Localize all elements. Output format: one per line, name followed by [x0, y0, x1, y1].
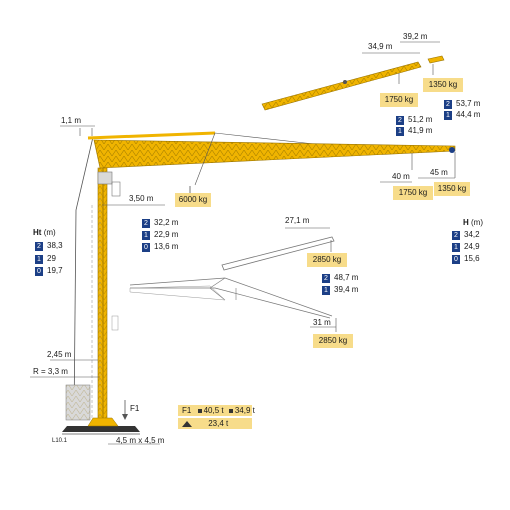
dim-31: 31 m	[313, 318, 331, 327]
dim-27-1: 27,1 m	[285, 216, 310, 225]
model-label: L10.1	[52, 438, 68, 444]
load-6000: 6000 kg	[175, 193, 211, 207]
f1-arrow-label: F1	[130, 404, 140, 413]
main-jib	[60, 125, 456, 206]
load-1750-top: 1750 kg	[380, 93, 418, 107]
luffed-boom-variant	[221, 227, 335, 271]
dim-45: 45 m	[430, 168, 448, 177]
force-row-2: 23,4 t	[178, 418, 252, 429]
crane-base	[30, 359, 160, 445]
dim-34-9: 34,9 m	[368, 42, 393, 51]
ht-header: Ht (m)	[33, 228, 56, 237]
triangle-icon	[182, 420, 192, 427]
dim-2-45: 2,45 m	[47, 350, 72, 359]
lower-boom-variant	[129, 277, 337, 332]
dim-3-50: 3,50 m	[129, 194, 154, 203]
load-1750-main: 1750 kg	[393, 186, 433, 200]
force-row-1: F1 40,5 t 34,9 t	[178, 405, 255, 416]
load-2850-lower: 2850 kg	[313, 334, 353, 348]
h-header: H (m)	[463, 218, 484, 227]
footprint-label: 4,5 m x 4,5 m	[116, 436, 165, 445]
dim-39-2: 39,2 m	[403, 32, 428, 41]
crane-cabin	[97, 171, 113, 185]
dim-1-1: 1,1 m	[61, 116, 82, 125]
load-1350-top: 1350 kg	[423, 78, 463, 92]
radius-label: R = 3,3 m	[33, 367, 68, 376]
upper-boom-variant	[261, 41, 445, 111]
dim-40: 40 m	[392, 172, 410, 181]
load-1350-main: 1350 kg	[434, 182, 470, 196]
load-2850-luffed: 2850 kg	[307, 253, 347, 267]
